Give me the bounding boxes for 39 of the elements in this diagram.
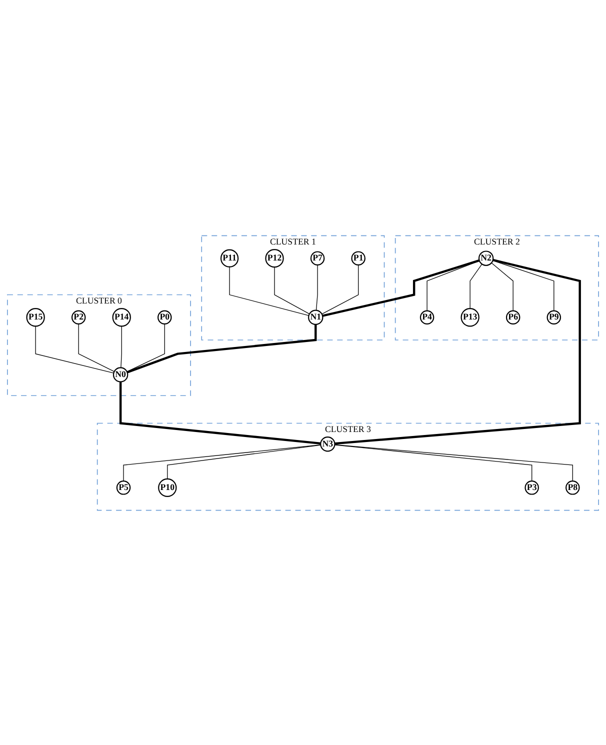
node-circle: P4: [420, 310, 434, 324]
node-circle: P9: [546, 310, 562, 324]
node-circle: P12: [265, 248, 284, 268]
connector: [316, 264, 318, 310]
connector: [334, 444, 573, 481]
node-circle: N1: [308, 309, 324, 324]
connector: [274, 266, 310, 314]
node-circle: P13: [460, 308, 480, 326]
node-circle: P5: [116, 480, 131, 494]
node-circle: P0: [158, 310, 172, 324]
connector: [492, 260, 554, 311]
connector: [126, 323, 165, 372]
node-circle: P11: [220, 248, 239, 267]
connector: [35, 325, 114, 373]
node-circle: P3: [524, 480, 539, 494]
node-circle: P6: [506, 310, 520, 324]
connector: [491, 262, 514, 311]
node-circle: N2: [478, 250, 494, 266]
node-circle: P14: [112, 308, 131, 326]
connector: [334, 444, 532, 481]
connector: [229, 266, 310, 316]
node-circle: P15: [26, 308, 45, 326]
node-circle: P2: [71, 310, 86, 324]
connector: [322, 264, 359, 314]
connector: [167, 444, 321, 479]
connector: [334, 258, 581, 444]
node-circle: N0: [112, 366, 128, 382]
connector: [123, 444, 321, 481]
connector: [120, 325, 122, 368]
connector: [78, 323, 115, 372]
node-circle: P10: [158, 478, 177, 497]
node-circle: N3: [320, 436, 336, 452]
node-circle: P7: [310, 250, 325, 265]
connector: [119, 381, 321, 444]
node-circle: P1: [351, 250, 366, 265]
node-circle: P8: [566, 480, 580, 494]
connector: [470, 263, 482, 308]
connector: [126, 324, 317, 373]
connector: [322, 258, 480, 316]
